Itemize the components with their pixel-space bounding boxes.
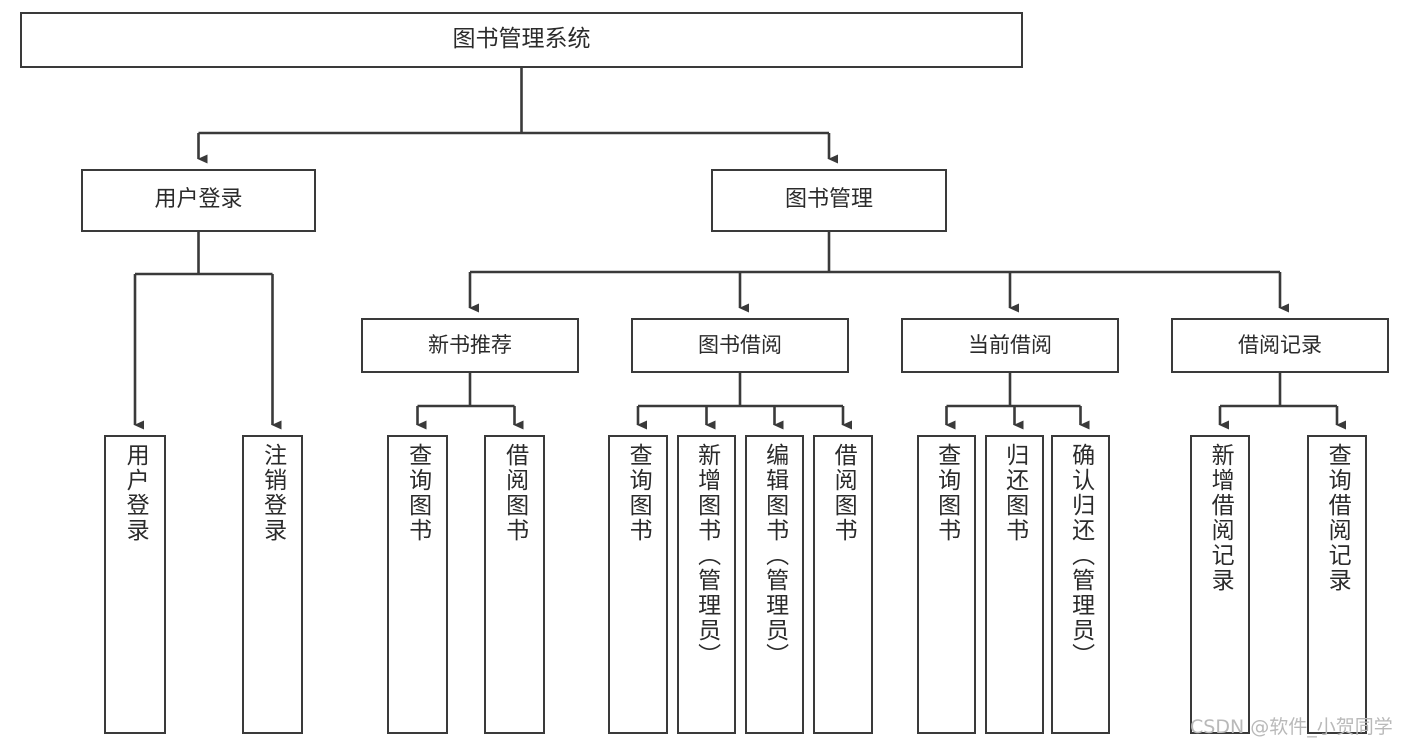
node-borrow-record[interactable]: 借阅记录	[1171, 318, 1389, 373]
leaf-add-borrow-record[interactable]: 新增借阅记录	[1190, 435, 1250, 734]
leaf-user-logout[interactable]: 注销登录	[242, 435, 303, 734]
node-label: 新增图书（管理员）	[693, 443, 720, 668]
leaf-query-book-borrow[interactable]: 查询图书	[608, 435, 668, 734]
node-book-management[interactable]: 图书管理	[711, 169, 947, 232]
tree-connectors	[133, 68, 1346, 430]
node-label: 借阅图书	[830, 443, 857, 543]
leaf-borrow-book[interactable]: 借阅图书	[813, 435, 873, 734]
node-new-book-recommend[interactable]: 新书推荐	[361, 318, 579, 373]
leaf-borrow-book-recommend[interactable]: 借阅图书	[484, 435, 545, 734]
node-label: 图书管理系统	[452, 26, 591, 53]
leaf-query-book-current[interactable]: 查询图书	[917, 435, 976, 734]
node-label: 查询图书	[404, 443, 431, 543]
node-label: 查询图书	[625, 443, 652, 543]
node-book-management-system[interactable]: 图书管理系统	[20, 12, 1023, 68]
node-label: 注销登录	[259, 443, 286, 543]
node-current-borrow[interactable]: 当前借阅	[901, 318, 1119, 373]
node-user-login[interactable]: 用户登录	[81, 169, 316, 232]
node-label: 借阅记录	[1238, 333, 1322, 358]
leaf-edit-book-admin[interactable]: 编辑图书（管理员）	[745, 435, 804, 734]
node-label: 图书管理	[784, 187, 873, 213]
node-book-borrow[interactable]: 图书借阅	[631, 318, 849, 373]
leaf-confirm-return-admin[interactable]: 确认归还（管理员）	[1051, 435, 1110, 734]
node-label: 查询借阅记录	[1324, 443, 1351, 593]
leaf-query-book-recommend[interactable]: 查询图书	[387, 435, 448, 734]
node-label: 图书借阅	[698, 333, 782, 358]
node-label: 查询图书	[933, 443, 960, 543]
leaf-add-book-admin[interactable]: 新增图书（管理员）	[677, 435, 736, 734]
leaf-query-borrow-record[interactable]: 查询借阅记录	[1307, 435, 1367, 734]
node-label: 确认归还（管理员）	[1067, 443, 1094, 668]
node-label: 借阅图书	[501, 443, 528, 543]
node-label: 用户登录	[122, 443, 149, 543]
node-label: 归还图书	[1001, 443, 1028, 543]
node-label: 新书推荐	[428, 333, 512, 358]
node-label: 编辑图书（管理员）	[761, 443, 788, 668]
leaf-return-book[interactable]: 归还图书	[985, 435, 1044, 734]
node-label: 新增借阅记录	[1207, 443, 1234, 593]
node-label: 当前借阅	[968, 333, 1052, 358]
node-label: 用户登录	[154, 187, 243, 213]
leaf-user-login[interactable]: 用户登录	[104, 435, 166, 734]
